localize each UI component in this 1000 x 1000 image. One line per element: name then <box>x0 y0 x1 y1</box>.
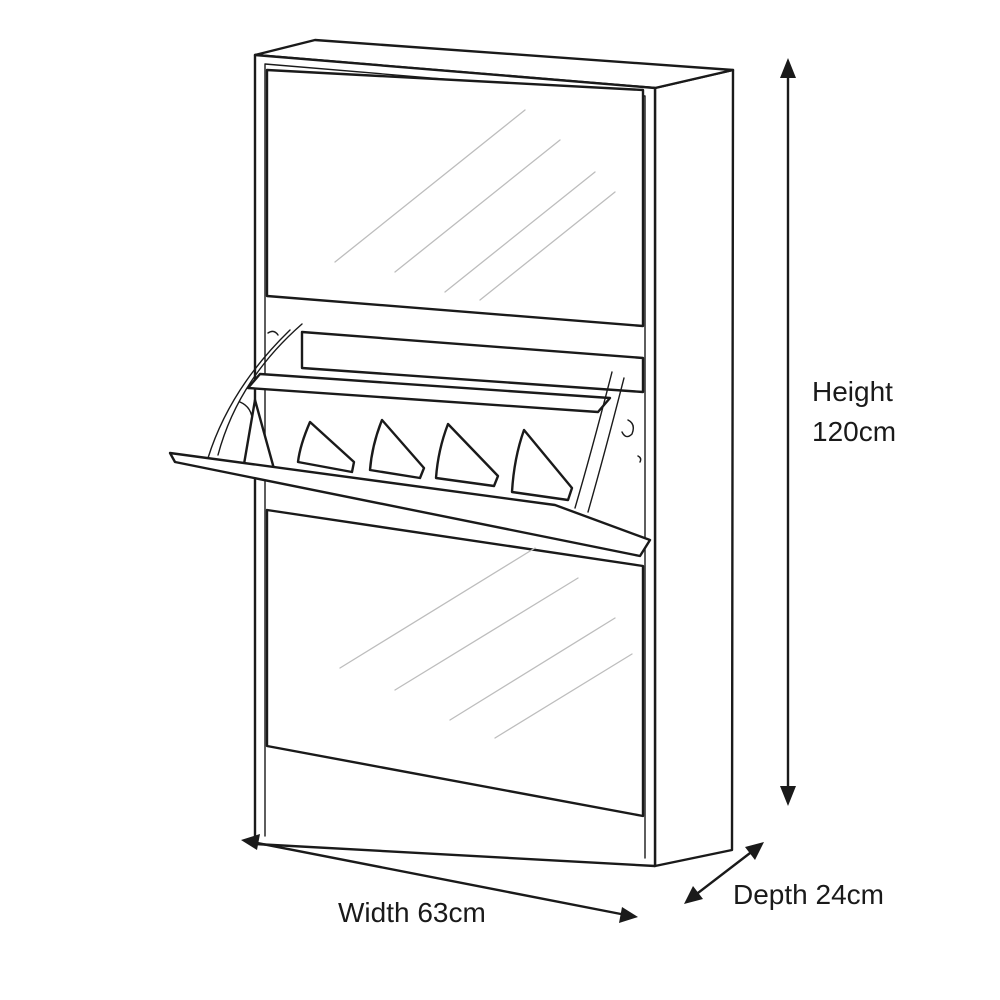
depth-dimension-arrow <box>684 842 764 904</box>
shoe-divider <box>296 420 356 474</box>
bottom-drawer <box>265 508 645 818</box>
middle-drawer-shelf <box>246 372 612 414</box>
shoe-divider <box>434 422 500 488</box>
bottom-drawer-glass-reflection <box>494 653 633 739</box>
top-drawer-glass-reflection <box>479 191 616 301</box>
top-drawer-front <box>265 68 645 328</box>
middle-drawer-open <box>168 323 652 558</box>
shoe-divider <box>368 418 426 480</box>
middle-drawer-front-flap <box>168 451 652 558</box>
height-label-text: Height <box>812 376 893 407</box>
height-label: Height 120cm <box>812 372 896 452</box>
top-drawer-glass-reflection <box>334 109 526 263</box>
top-drawer <box>265 68 645 328</box>
arrow-head <box>619 907 638 923</box>
width-label: Width 63cm <box>338 897 486 928</box>
top-drawer-glass-reflection <box>394 139 561 273</box>
arrow-head <box>780 786 796 806</box>
cabinet-right-side <box>653 68 735 868</box>
bottom-drawer-glass-reflection <box>394 577 579 691</box>
height-dimension-arrow <box>780 58 796 806</box>
drawer-hinge-right <box>621 419 642 463</box>
middle-drawer-back-panel <box>300 330 645 394</box>
bottom-drawer-front <box>265 508 645 818</box>
depth-label: Depth 24cm <box>733 879 884 910</box>
bottom-drawer-glass-reflection <box>449 617 616 721</box>
middle-drawer-right-side-arc <box>574 371 625 513</box>
arrow-head <box>241 834 260 850</box>
arrow-head <box>684 886 703 904</box>
height-value-text: 120cm <box>812 416 897 447</box>
arrow-head <box>745 842 764 860</box>
top-drawer-glass-reflection <box>444 171 596 293</box>
middle-drawer-left-side-arc <box>207 323 303 459</box>
arrow-head <box>780 58 796 78</box>
width-dimension-arrow <box>241 834 638 923</box>
bottom-drawer-glass-reflection <box>339 547 536 669</box>
shoe-divider <box>510 428 574 502</box>
